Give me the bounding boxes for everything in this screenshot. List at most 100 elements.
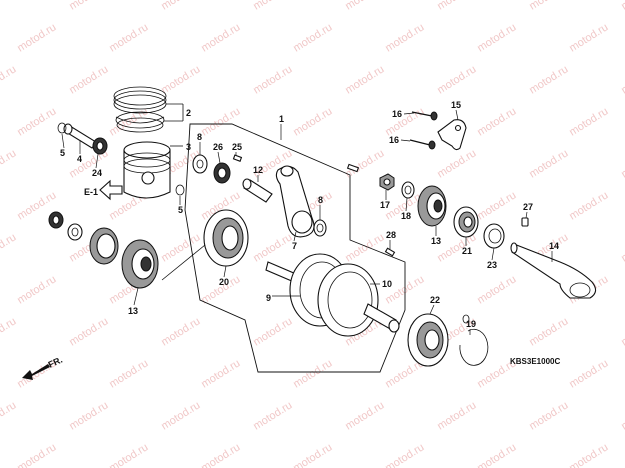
watermark-text: motod.ru (251, 231, 294, 264)
callout-7: 7 (292, 241, 297, 251)
gear-13-right (417, 185, 447, 227)
watermark-text: motod.ru (343, 63, 386, 96)
callout-4: 4 (77, 154, 82, 164)
callout-13-right: 13 (431, 236, 441, 246)
callout-20: 20 (219, 277, 229, 287)
crankshaft (265, 253, 400, 337)
watermark-text: motod.ru (383, 21, 426, 54)
watermark-text: motod.ru (159, 231, 202, 264)
callout-25: 25 (232, 142, 242, 152)
watermark-text: motod.ru (0, 315, 18, 348)
watermark-text: motod.ru (383, 441, 426, 468)
watermark-text: motod.ru (0, 147, 18, 180)
watermark-text: motod.ru (619, 231, 625, 264)
watermark-text: motod.ru (475, 189, 518, 222)
watermark-text: motod.ru (0, 0, 18, 13)
watermark-text: motod.ru (567, 189, 610, 222)
watermark-text: motod.ru (199, 21, 242, 54)
washer-8-upper (192, 154, 208, 174)
callout-19: 19 (466, 319, 476, 329)
callout-16-upper: 16 (392, 109, 402, 119)
watermark-text: motod.ru (619, 0, 625, 13)
leader-line (161, 244, 206, 281)
watermark-text: motod.ru (159, 0, 202, 13)
watermark-text: motod.ru (291, 357, 334, 390)
bearing-20 (203, 209, 249, 267)
watermark-text: motod.ru (251, 0, 294, 13)
bearing-22 (407, 313, 449, 367)
watermark-text: motod.ru (435, 147, 478, 180)
nut-17 (379, 173, 395, 191)
watermark-text: motod.ru (251, 399, 294, 432)
balancer-shaft-14 (510, 242, 597, 299)
needle-bearing-26 (213, 162, 231, 184)
pin-1-small (346, 163, 360, 173)
watermark-text: motod.ru (567, 357, 610, 390)
callout-13-left: 13 (128, 306, 138, 316)
watermark-text: motod.ru (15, 105, 58, 138)
callout-24: 24 (92, 168, 102, 178)
callout-26: 26 (213, 142, 223, 152)
watermark-text: motod.ru (475, 441, 518, 468)
bearing-23 (483, 223, 505, 249)
watermark-text: motod.ru (199, 357, 242, 390)
watermark-text: motod.ru (67, 399, 110, 432)
watermark-text: motod.ru (475, 21, 518, 54)
callout-28: 28 (386, 230, 396, 240)
callout-12: 12 (253, 165, 263, 175)
watermark-text: motod.ru (527, 147, 570, 180)
callout-5-left: 5 (60, 148, 65, 158)
watermark-text: motod.ru (0, 399, 18, 432)
bolt-16-lower (409, 139, 436, 150)
piston-pin-clip-right (175, 184, 185, 196)
callout-17: 17 (380, 200, 390, 210)
washer-18 (401, 181, 415, 199)
washer-left (48, 211, 83, 241)
watermark-text: motod.ru (0, 231, 18, 264)
leader-lines (61, 109, 553, 335)
watermark-text: motod.ru (15, 273, 58, 306)
bolt-16-upper (411, 111, 438, 121)
watermark-text: motod.ru (15, 21, 58, 54)
watermark-text: motod.ru (435, 0, 478, 13)
pin-27 (521, 217, 529, 227)
callout-18: 18 (401, 211, 411, 221)
plate-15 (437, 119, 467, 151)
watermark-text: motod.ru (343, 399, 386, 432)
callout-2: 2 (186, 108, 191, 118)
small-ring (462, 314, 470, 324)
washer-8-lower (313, 219, 327, 237)
watermark-text: motod.ru (291, 441, 334, 468)
crank-pin-12 (242, 178, 273, 203)
callout-8-lower: 8 (318, 195, 323, 205)
watermark-text: motod.ru (567, 441, 610, 468)
front-direction-arrow (22, 364, 50, 380)
front-label: FR. (47, 355, 64, 370)
watermark-text: motod.ru (0, 63, 18, 96)
watermark-text: motod.ru (15, 441, 58, 468)
ref-label: E-1 (84, 187, 98, 197)
watermark-text: motod.ru (107, 21, 150, 54)
watermark-text: motod.ru (475, 105, 518, 138)
callout-16-lower: 16 (389, 135, 399, 145)
watermark-text: motod.ru (251, 63, 294, 96)
watermark-text: motod.ru (619, 147, 625, 180)
watermark-text: motod.ru (567, 21, 610, 54)
watermark-text: motod.ru (199, 105, 242, 138)
callout-5-right: 5 (178, 205, 183, 215)
watermark-text: motod.ru (527, 315, 570, 348)
watermark-text: motod.ru (527, 0, 570, 13)
callout-9: 9 (266, 293, 271, 303)
watermark-text: motod.ru (107, 441, 150, 468)
pin-25 (232, 154, 243, 162)
watermark-text: motod.ru (159, 399, 202, 432)
callout-14: 14 (549, 241, 559, 251)
gear-13-left (89, 227, 159, 289)
watermark-text: motod.ru (67, 63, 110, 96)
watermark-text: motod.ru (291, 105, 334, 138)
watermark-text: motod.ru (435, 63, 478, 96)
watermark-text: motod.ru (107, 357, 150, 390)
callout-27: 27 (523, 202, 533, 212)
piston-rings (113, 86, 184, 133)
